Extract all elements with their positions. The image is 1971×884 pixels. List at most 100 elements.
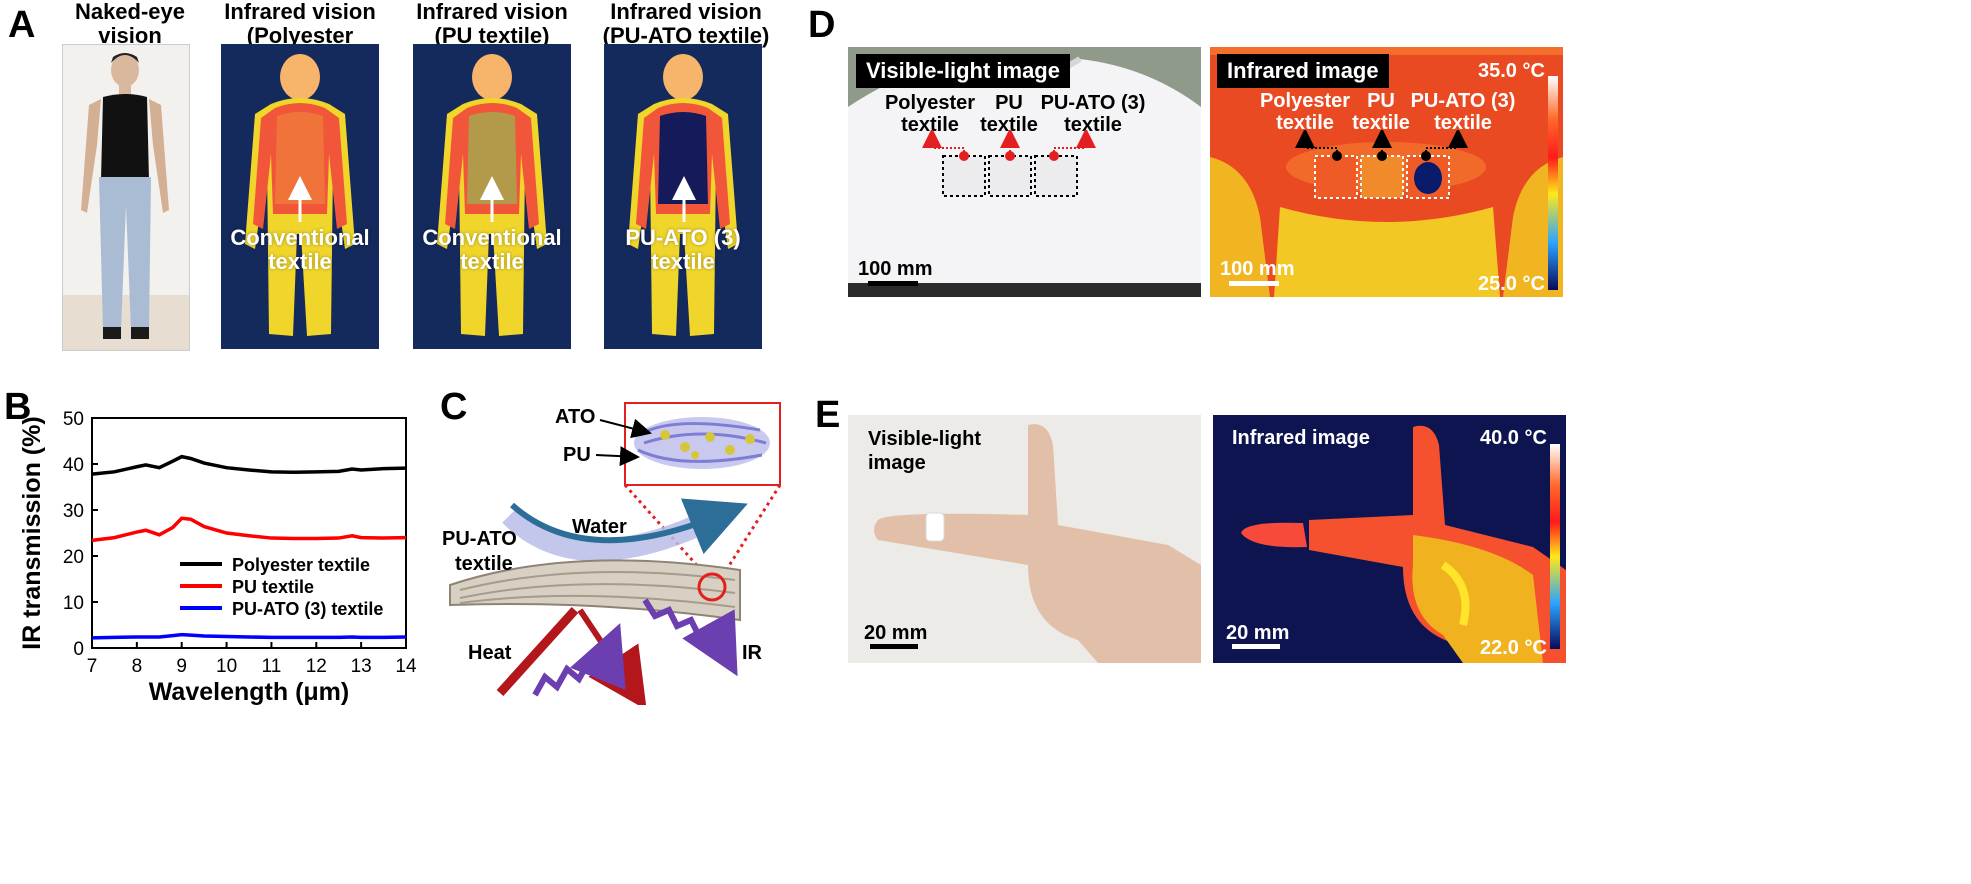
y-tick-label: 20 [63,547,84,568]
series-line [91,516,407,543]
x-tick-label: 12 [306,656,327,677]
y-tick-label: 0 [73,639,84,660]
d-sample-markers [922,130,1468,199]
legend-label: PU textile [232,577,314,597]
label-textile-1: PU-ATO [442,528,517,550]
header-line: Infrared vision [224,0,376,24]
x-tick-label: 13 [351,656,372,677]
label-line: textile [901,114,959,136]
d-ir-scale-label: 100 mm [1220,258,1295,280]
chart-frame [91,417,407,649]
y-axis-label: IR transmission (%) [18,416,46,649]
label-conventional-1: Conventional textile [221,226,379,274]
textile-layer [449,559,741,622]
header-line: (PU-ATO textile) [602,23,770,48]
x-tick-label: 14 [395,656,417,677]
label-line: textile [1434,112,1492,134]
d-vis-scale-label: 100 mm [858,258,933,280]
e-infrared-photo [1213,415,1566,663]
header-line: Naked-eye vision [74,0,186,48]
panel-a-arrows [288,176,696,222]
d-visible-tag: Visible-light image [856,54,1070,88]
label-pu: PU [563,444,591,466]
series-line [91,632,407,640]
fiber-bundle [634,417,770,469]
e-ir-scale-label: 20 mm [1226,622,1290,644]
legend-label: Polyester textile [232,555,370,575]
label-ato: ATO [555,406,595,428]
textile-schematic: ATO PU Water PU-ATO textile Heat IR [442,402,782,705]
e-vis-scale-bar [870,644,918,649]
x-tick-label: 9 [176,656,187,677]
d-tmin: 25.0 °C [1478,273,1545,295]
naked-eye-photo [62,44,190,351]
legend-label: PU-ATO (3) textile [232,599,383,619]
panel-letter-a: A [8,4,36,46]
label-line: textile [651,249,715,274]
header-line: (PU textile) [434,23,550,48]
label-puato: PU-ATO (3) textile [604,226,762,274]
label-line: Polyester [1259,90,1351,112]
e-infrared-tag: Infrared image [1232,427,1370,449]
header-line: Infrared vision [416,0,568,24]
x-tick-label: 11 [262,656,282,677]
label-line: PU-ATO (3) [1410,90,1516,112]
label-heat: Heat [468,642,512,664]
y-tick-label: 30 [63,501,84,522]
label-line: textile [1276,112,1334,134]
e-visible-tag: Visible-light image [868,427,981,475]
label-line: PU-ATO (3) [625,225,741,250]
label-line: Conventional [230,225,370,250]
label-line: textile [980,114,1038,136]
label-conventional-2: Conventional textile [413,226,571,274]
label-line: PU [995,92,1023,114]
panel-letter-e: E [815,394,841,436]
e-colorbar [1550,444,1560,649]
d-vis-scale-bar [868,281,918,286]
x-tick-label: 8 [132,656,143,677]
label-line: PU [1367,90,1395,112]
label-ir: IR [742,642,763,664]
label-line: Conventional [422,225,562,250]
header-line: Infrared vision [610,0,762,24]
header-naked-eye: Naked-eye vision [50,0,210,48]
panel-letter-d: D [808,4,836,46]
e-ir-scale-bar [1232,644,1280,649]
x-axis-label: Wavelength (μm) [149,678,350,706]
x-tick-label: 7 [87,656,98,677]
series-line [91,454,407,476]
y-tick-label: 40 [63,455,84,476]
tag-line: image [868,452,926,474]
e-visible-photo [848,415,1201,663]
panel-letter-c: C [440,386,468,428]
y-tick-label: 10 [63,593,84,614]
e-tmax: 40.0 °C [1480,427,1547,449]
d-ir-label-puato: PU-ATO (3)textile [1408,90,1518,134]
header-ir-pu: Infrared vision (PU textile) [412,0,572,48]
label-line: Polyester [884,92,976,114]
panel-letter-b: B [4,386,32,428]
label-line: textile [1352,112,1410,134]
e-vis-scale-label: 20 mm [864,622,928,644]
label-line: textile [460,249,524,274]
d-ir-scale-bar [1229,281,1279,286]
label-water: Water [572,516,627,538]
d-infrared-tag: Infrared image [1217,54,1389,88]
label-textile-2: textile [455,553,513,575]
label-line: textile [268,249,332,274]
y-tick-label: 50 [63,409,84,430]
tag-line: Visible-light [868,428,981,450]
d-colorbar [1548,76,1558,290]
e-tmin: 22.0 °C [1480,637,1547,659]
x-tick-label: 10 [216,656,237,677]
ir-torso [275,112,325,204]
label-line: PU-ATO (3) [1040,92,1146,114]
d-tmax: 35.0 °C [1478,60,1545,82]
header-ir-puato: Infrared vision (PU-ATO textile) [596,0,776,48]
ir-torso [467,112,517,204]
